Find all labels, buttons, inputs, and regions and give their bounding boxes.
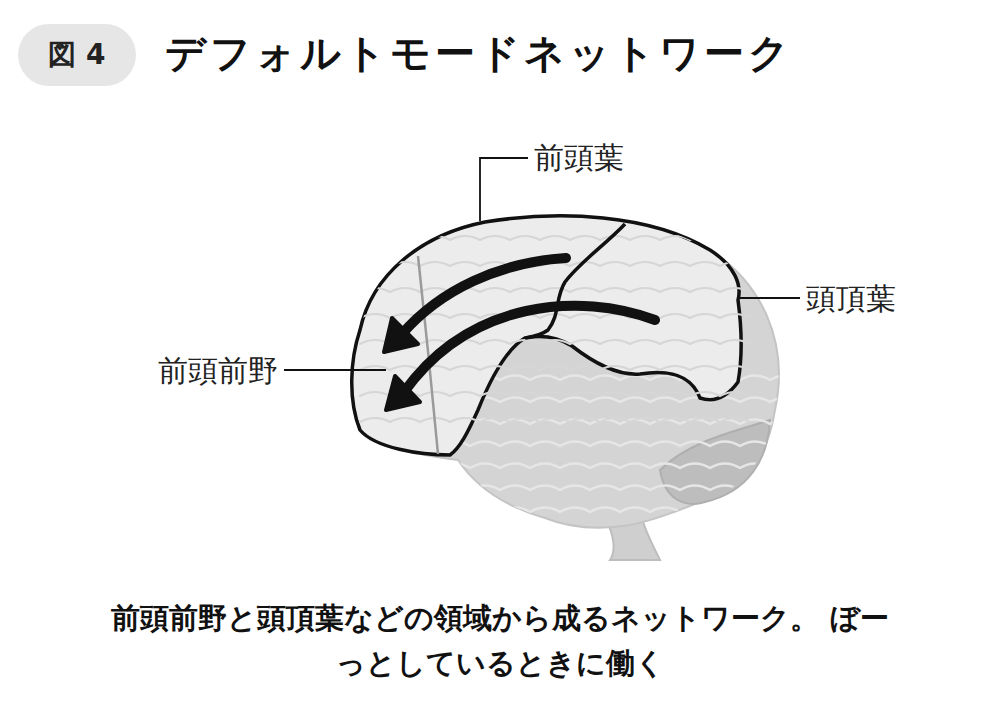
gyrus-stroke — [440, 508, 800, 513]
part-label: 頭頂葉 — [806, 279, 896, 320]
brain-outline — [352, 216, 779, 528]
arrow-head — [386, 376, 420, 410]
gyrus-stroke — [440, 442, 800, 447]
gyri-texture — [440, 376, 800, 513]
figure-number: 図 4 — [18, 24, 136, 86]
leader-line — [480, 158, 528, 221]
gyrus-stroke — [440, 464, 800, 469]
caption: 前頭前野と頭頂葉などの領域から成るネットワーク。 ぼーっとしているときに働く — [100, 596, 900, 686]
gyrus-stroke — [360, 418, 750, 422]
gyrus-stroke — [360, 236, 750, 240]
arrow-head — [384, 318, 418, 352]
cerebellum — [660, 420, 770, 504]
gyrus-stroke — [360, 288, 750, 292]
leader-line — [738, 297, 800, 299]
gyrus-stroke — [440, 398, 800, 403]
part-label: 前頭葉 — [534, 138, 624, 179]
gyrus-stroke — [360, 392, 750, 396]
figure-title: デフォルトモードネットワーク — [165, 26, 793, 81]
central-sulcus-line — [525, 224, 625, 338]
gyrus-stroke — [440, 486, 800, 491]
part-label: 前頭前野 — [158, 351, 278, 392]
flow-arrow — [404, 306, 655, 392]
leader-line — [284, 369, 386, 371]
